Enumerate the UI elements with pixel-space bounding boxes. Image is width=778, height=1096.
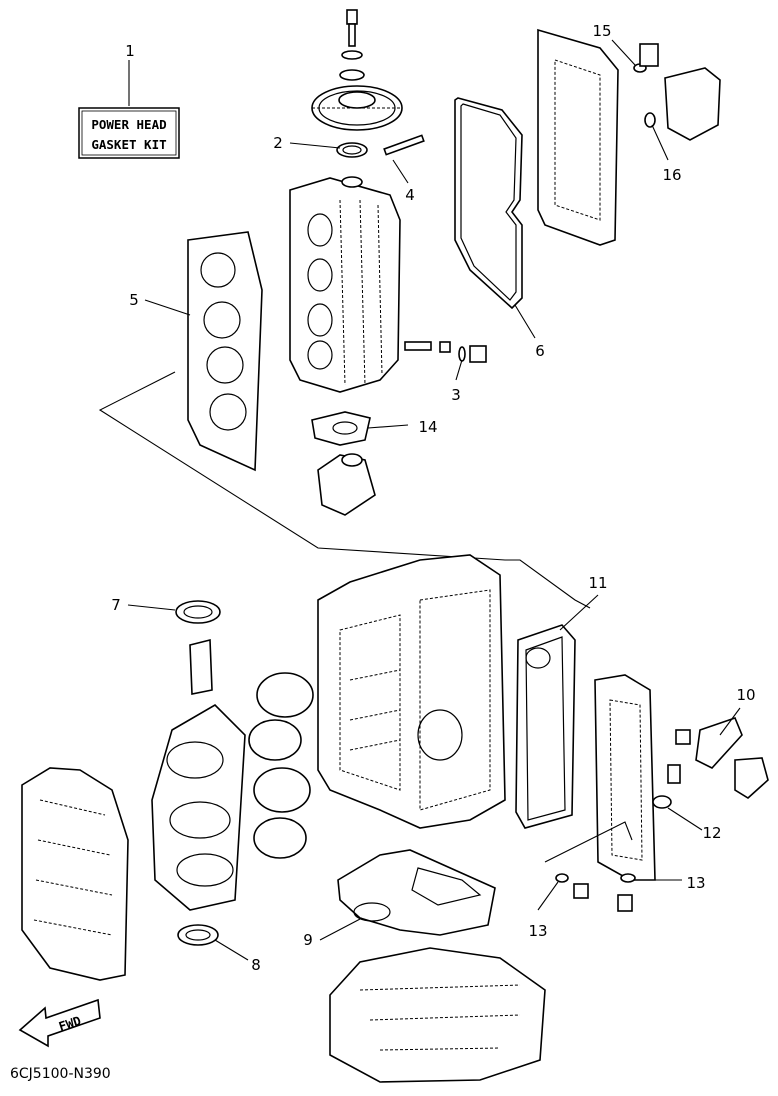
- callout-11: 11: [588, 574, 607, 592]
- callout-13-right: 13: [686, 874, 705, 892]
- base-gasket-9: [337, 849, 496, 936]
- callout-15: 15: [592, 22, 611, 40]
- callout-13-left: 13: [528, 922, 547, 940]
- head-gasket-5: [187, 231, 263, 472]
- callout-16: 16: [662, 166, 681, 184]
- bottom-cover: [329, 947, 546, 1083]
- cylinder-block: [317, 554, 506, 829]
- callout-2: 2: [273, 134, 283, 152]
- callout-3: 3: [451, 386, 461, 404]
- callout-6: 6: [535, 342, 545, 360]
- diagram-code: 6CJ5100-N390: [10, 1066, 111, 1082]
- callout-14: 14: [418, 418, 437, 436]
- cylinder-head: [289, 134, 487, 393]
- callout-10: 10: [736, 686, 755, 704]
- exhaust-cover: [555, 674, 769, 912]
- callout-12: 12: [702, 824, 721, 842]
- callout-labels: 1 2 3 4 5 6 7 8 9 10 11 12 13 13 14 15 1…: [111, 22, 755, 974]
- crankshaft-assembly: [151, 600, 314, 946]
- kit-box-line1: POWER HEAD: [91, 117, 166, 132]
- timing-pulley: [311, 9, 403, 131]
- fwd-label: FWD: [57, 1013, 83, 1034]
- intake-cover: [21, 767, 129, 981]
- leader-lines: [127, 39, 741, 961]
- callout-7: 7: [111, 596, 121, 614]
- power-head-gasket-kit-box: POWER HEAD GASKET KIT: [78, 60, 180, 159]
- callout-5: 5: [129, 291, 139, 309]
- cover-gasket-6: [454, 97, 523, 310]
- kit-box-line2: GASKET KIT: [91, 137, 166, 152]
- exhaust-gasket-11: [515, 624, 576, 829]
- callout-9: 9: [303, 931, 313, 949]
- oil-seal-2: [336, 142, 368, 158]
- callout-8: 8: [251, 956, 261, 974]
- assembly-bracket-lines: [98, 371, 591, 609]
- fwd-arrow-icon: FWD: [18, 998, 101, 1048]
- callout-4: 4: [405, 186, 415, 204]
- top-cover: [537, 28, 721, 246]
- callout-1: 1: [125, 42, 135, 60]
- thermostat-gasket-14: [311, 411, 376, 516]
